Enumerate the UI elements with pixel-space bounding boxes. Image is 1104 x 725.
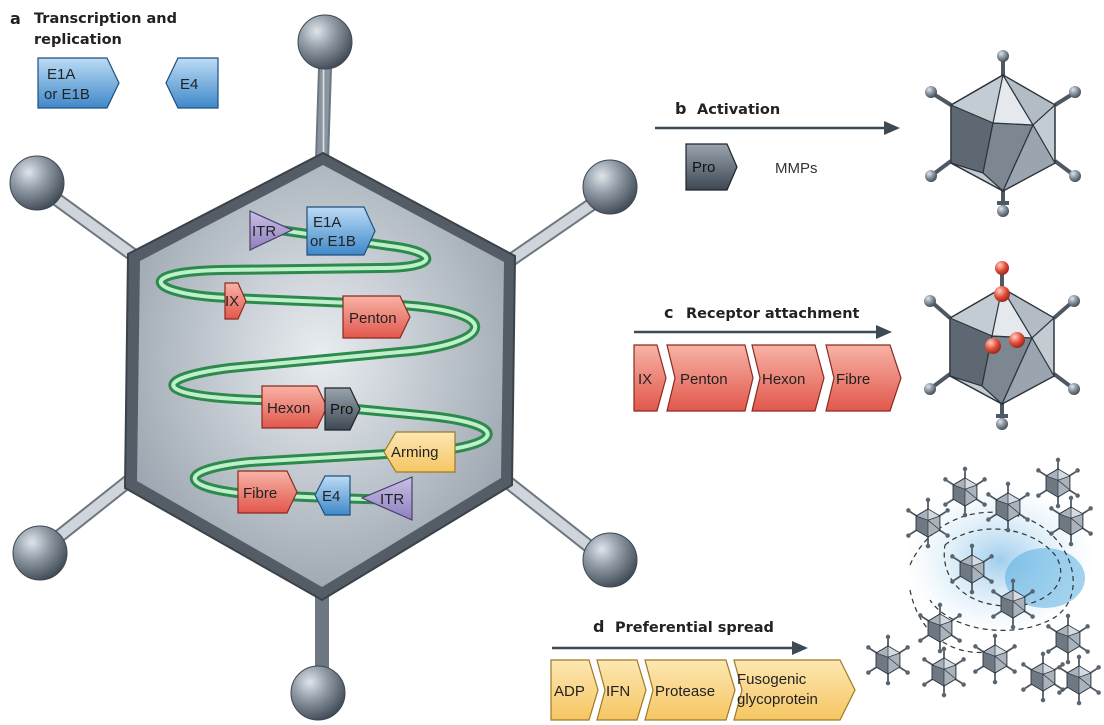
panel-a-gene-e4: E4 <box>165 57 219 109</box>
panel-d-gene-fusogenic: Fusogenic glycoprotein <box>733 659 856 721</box>
fibre-knobs <box>9 14 638 721</box>
gene-ix-genome-label: IX <box>225 293 239 310</box>
panel-d-protease-label: Protease <box>655 683 715 700</box>
panel-d-fusogenic-label-2: glycoprotein <box>737 691 818 708</box>
virion-activation <box>925 50 1081 217</box>
panel-c-hexon-label: Hexon <box>762 371 805 388</box>
panel-d-title: Preferential spread <box>615 620 774 636</box>
gene-e4-genome: E4 <box>314 475 351 516</box>
panel-d-gene-protease: Protease <box>644 659 736 721</box>
panel-a: a Transcription and replication E1A or E… <box>10 9 219 109</box>
gene-hexon-genome-label: Hexon <box>267 400 310 417</box>
panel-c-gene-ix: IX <box>633 344 667 412</box>
panel-a-title-line2: replication <box>34 32 122 48</box>
panel-c-gene-hexon: Hexon <box>751 344 825 412</box>
gene-pro-genome-label: Pro <box>330 401 353 418</box>
panel-d: d Preferential spread ADP IFN Protease F… <box>550 456 1102 721</box>
panel-b-letter: b <box>675 99 686 118</box>
main-virion: ITR E1A or E1B IX Penton Hexon Pro <box>9 14 638 721</box>
panel-d-ifn-label: IFN <box>606 683 630 700</box>
panel-c-ix-label: IX <box>638 371 652 388</box>
gene-ix-genome: IX <box>224 282 247 320</box>
panel-d-gene-adp: ADP <box>550 659 599 721</box>
gene-e4-genome-label: E4 <box>322 488 340 505</box>
gene-arming-genome: Arming <box>383 431 456 473</box>
panel-c-penton-label: Penton <box>680 371 728 388</box>
panel-b: b Activation Pro MMPs <box>655 50 1081 217</box>
gene-hexon-genome: Hexon <box>261 385 328 429</box>
genome-genes: ITR E1A or E1B IX Penton Hexon Pro <box>224 206 456 521</box>
panel-c-title: Receptor attachment <box>686 306 860 322</box>
gene-itr-left-label: ITR <box>252 223 276 240</box>
gene-itr-right: ITR <box>360 476 413 521</box>
gene-e1a-genome: E1A or E1B <box>306 206 376 256</box>
gene-fibre-genome: Fibre <box>237 470 298 514</box>
gene-fibre-genome-label: Fibre <box>243 485 277 502</box>
gene-pro-genome: Pro <box>324 387 361 431</box>
panel-d-fusogenic-label-1: Fusogenic <box>737 671 807 688</box>
gene-e1a-genome-label-2: or E1B <box>310 233 356 250</box>
gene-e1a-genome-label-1: E1A <box>313 214 341 231</box>
gene-penton-genome-label: Penton <box>349 310 397 327</box>
panel-b-pro-label: Pro <box>692 159 715 176</box>
gene-itr-left: ITR <box>249 210 294 251</box>
panel-d-letter: d <box>593 617 604 636</box>
virion-receptor <box>924 261 1080 430</box>
panel-c-gene-penton: Penton <box>666 344 754 412</box>
panel-c-letter: c <box>664 303 673 322</box>
panel-a-e1a-label-1: E1A <box>47 66 75 83</box>
panel-a-gene-e1a: E1A or E1B <box>37 57 120 109</box>
gene-arming-genome-label: Arming <box>391 444 439 461</box>
panel-d-gene-ifn: IFN <box>596 659 647 721</box>
panel-c-gene-fibre: Fibre <box>825 344 902 412</box>
panel-c-fibre-label: Fibre <box>836 371 870 388</box>
panel-d-adp-label: ADP <box>554 683 585 700</box>
panel-b-gene-pro: Pro <box>685 143 738 191</box>
panel-b-title: Activation <box>697 102 780 118</box>
panel-a-e1a-label-2: or E1B <box>44 86 90 103</box>
panel-a-title-line1: Transcription and <box>34 11 177 27</box>
gene-penton-genome: Penton <box>342 295 411 339</box>
panel-a-e4-label: E4 <box>180 76 198 93</box>
panel-a-letter: a <box>10 9 21 28</box>
panel-c: c Receptor attachment IX Penton Hexon Fi… <box>633 261 1080 430</box>
gene-itr-right-label: ITR <box>380 491 404 508</box>
panel-b-mmps-label: MMPs <box>775 160 818 177</box>
